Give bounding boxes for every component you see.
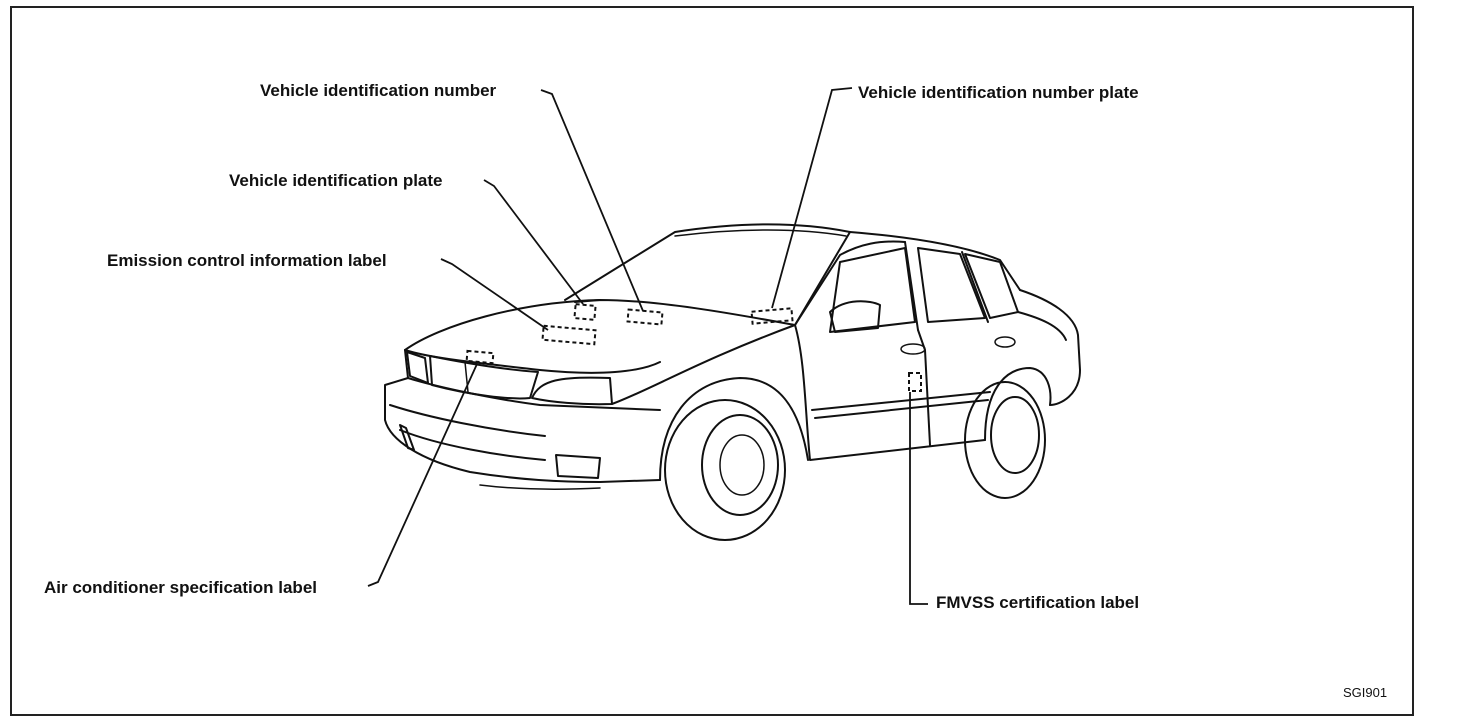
vehicle-id-plate-spot — [573, 303, 597, 321]
emission-label-callout: Emission control information label — [107, 251, 387, 270]
fmvss-label-callout: FMVSS certification label — [936, 593, 1139, 612]
label-locations — [465, 303, 922, 392]
vin-plate-leader — [771, 87, 853, 309]
ac-leader — [367, 363, 478, 587]
sedan-illustration — [384, 223, 1081, 541]
vin-plate-spot — [750, 307, 794, 325]
vehicle-id-plate-callout: Vehicle identification plate — [229, 171, 443, 190]
fmvss-label-spot — [908, 372, 922, 392]
vehicle-id-plate-leader — [483, 179, 584, 305]
vin-spot — [626, 308, 664, 326]
ac-label-spot — [465, 349, 495, 365]
ac-label-callout: Air conditioner specification label — [44, 578, 317, 597]
vin-plate-callout: Vehicle identification number plate — [858, 83, 1139, 102]
diagram-frame — [10, 6, 1414, 716]
figure-code: SGI901 — [1343, 685, 1387, 700]
vin-callout: Vehicle identification number — [260, 81, 497, 100]
emission-leader — [440, 258, 549, 331]
fmvss-leader — [909, 392, 928, 605]
emission-label-spot — [541, 324, 597, 346]
leader-lines — [367, 87, 928, 605]
vin-leader — [540, 89, 644, 312]
